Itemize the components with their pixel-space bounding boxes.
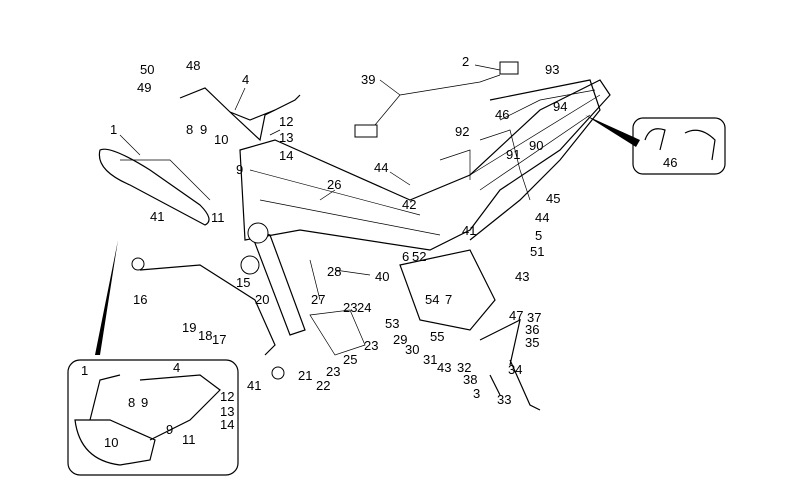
inset-part-callout-4: 4 [173, 360, 180, 375]
part-callout-7: 7 [445, 292, 452, 307]
part-callout-8: 8 [186, 122, 193, 137]
part-callout-93: 93 [545, 62, 559, 77]
part-callout-10: 10 [214, 132, 228, 147]
part-callout-24: 24 [357, 300, 371, 315]
part-callout-40: 40 [375, 269, 389, 284]
inset-part-callout-9: 9 [166, 422, 173, 437]
part-callout-43: 43 [437, 360, 451, 375]
part-callout-54: 54 [425, 292, 439, 307]
inset-part-callout-11: 11 [182, 432, 196, 447]
part-callout-20: 20 [255, 292, 269, 307]
part-callout-91: 91 [506, 147, 520, 162]
part-callout-29: 29 [393, 332, 407, 347]
inset-part-callout-1: 1 [81, 363, 88, 378]
inset-part-callout-9: 9 [141, 395, 148, 410]
inset-left-frame [67, 359, 239, 476]
part-callout-37: 37 [527, 310, 541, 325]
part-callout-21: 21 [298, 368, 312, 383]
inset-part-callout-14: 14 [220, 417, 234, 432]
part-callout-45: 45 [546, 191, 560, 206]
part-callout-23: 23 [326, 364, 340, 379]
part-callout-25: 25 [343, 352, 357, 367]
inset-pointer [585, 115, 640, 147]
part-callout-38: 38 [463, 372, 477, 387]
part-callout-26: 26 [327, 177, 341, 192]
part-callout-34: 34 [508, 362, 522, 377]
part-callout-36: 36 [525, 322, 539, 337]
part-callout-43: 43 [515, 269, 529, 284]
part-callout-6: 6 [402, 249, 409, 264]
part-callout-33: 33 [497, 392, 511, 407]
part-callout-9: 9 [236, 162, 243, 177]
part-callout-11: 11 [211, 210, 225, 225]
part-callout-1: 1 [110, 122, 117, 137]
part-callout-90: 90 [529, 138, 543, 153]
part-callout-41: 41 [150, 209, 164, 224]
part-callout-3: 3 [473, 386, 480, 401]
part-callout-5: 5 [535, 228, 542, 243]
part-callout-50: 50 [140, 62, 154, 77]
part-callout-18: 18 [198, 328, 212, 343]
part-callout-55: 55 [430, 329, 444, 344]
inset-right-frame [632, 117, 726, 175]
part-callout-46: 46 [663, 155, 677, 170]
part-callout-51: 51 [530, 244, 544, 259]
part-callout-2: 2 [462, 54, 469, 69]
part-callout-12: 12 [279, 114, 293, 129]
part-callout-41: 41 [247, 378, 261, 393]
part-callout-92: 92 [455, 124, 469, 139]
part-callout-27: 27 [311, 292, 325, 307]
part-callout-53: 53 [385, 316, 399, 331]
part-callout-32: 32 [457, 360, 471, 375]
part-callout-22: 22 [316, 378, 330, 393]
part-callout-42: 42 [402, 197, 416, 212]
part-callout-41: 41 [462, 223, 476, 238]
part-callout-39: 39 [361, 72, 375, 87]
part-callout-49: 49 [137, 80, 151, 95]
inset-part-callout-13: 13 [220, 404, 234, 419]
part-callout-23: 23 [364, 338, 378, 353]
part-callout-16: 16 [133, 292, 147, 307]
part-callout-9: 9 [200, 122, 207, 137]
part-callout-15: 15 [236, 275, 250, 290]
part-callout-23: 23 [343, 300, 357, 315]
main-frame [98, 61, 611, 411]
part-callout-13: 13 [279, 130, 293, 145]
part-callout-19: 19 [182, 320, 196, 335]
part-callout-94: 94 [553, 99, 567, 114]
part-callout-35: 35 [525, 335, 539, 350]
inset-part-callout-8: 8 [128, 395, 135, 410]
part-callout-48: 48 [186, 58, 200, 73]
part-callout-44: 44 [535, 210, 549, 225]
part-callout-14: 14 [279, 148, 293, 163]
part-callout-17: 17 [212, 332, 226, 347]
part-callout-47: 47 [509, 308, 523, 323]
part-callout-28: 28 [327, 264, 341, 279]
part-callout-44: 44 [374, 160, 388, 175]
part-callout-31: 31 [423, 352, 437, 367]
inset-part-callout-10: 10 [104, 435, 118, 450]
part-callout-52: 52 [412, 249, 426, 264]
part-callout-46: 46 [495, 107, 509, 122]
inset-part-callout-12: 12 [220, 389, 234, 404]
inset-pointer-left [95, 240, 118, 355]
part-callout-4: 4 [242, 72, 249, 87]
part-callout-30: 30 [405, 342, 419, 357]
